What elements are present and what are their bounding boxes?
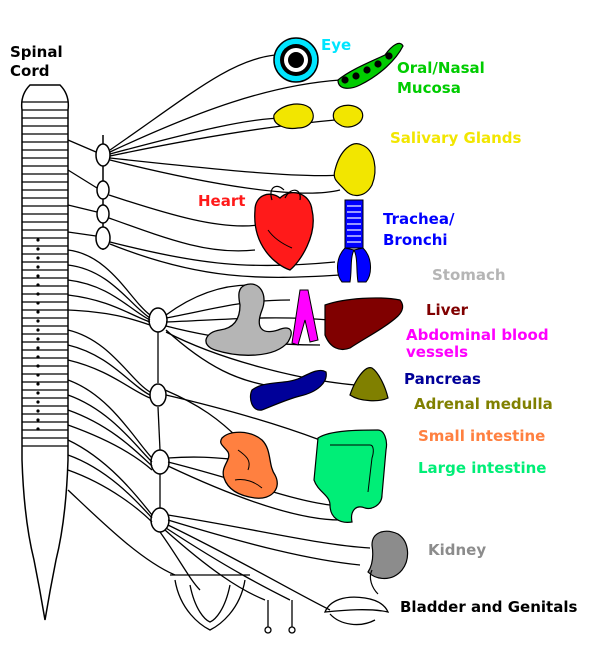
celiac-ganglion: [148, 307, 168, 333]
blood-vessel-icon: [291, 289, 319, 346]
label-liver: Liver: [426, 301, 469, 319]
small-intestine-icon: [220, 431, 278, 499]
eye-icon: [273, 37, 319, 83]
label-oral-nasal-mucosa: Oral/Nasal Mucosa: [397, 59, 485, 97]
label-bladder-genitals: Bladder and Genitals: [400, 598, 578, 616]
label-pancreas: Pancreas: [404, 370, 481, 388]
label-large-intestine: Large intestine: [418, 459, 547, 477]
label-kidney: Kidney: [428, 541, 487, 559]
label-trachea-bronchi: Trachea/ Bronchi: [383, 210, 455, 249]
label-eye: Eye: [321, 36, 352, 54]
liver-icon: [324, 297, 404, 351]
label-stomach: Stomach: [432, 266, 506, 284]
large-intestine-icon: [313, 429, 388, 523]
nerve-fibers: [67, 54, 371, 611]
spinal-cord: [20, 84, 70, 621]
ganglia-chain: [95, 135, 170, 533]
label-salivary-glands: Salivary Glands: [390, 129, 522, 147]
stomach-icon: [205, 283, 292, 356]
label-heart: Heart: [198, 192, 246, 210]
label-spinal-cord: Spinal Cord: [10, 43, 63, 80]
pancreas-icon: [249, 369, 327, 411]
salivary-gland-icon: [273, 103, 376, 196]
kidney-icon: [367, 530, 409, 595]
label-adrenal-medulla: Adrenal medulla: [414, 395, 553, 413]
label-abdominal-blood-vessels: Abdominal blood vessels: [406, 326, 549, 361]
inferior-mesenteric-ganglion: [150, 449, 170, 475]
heart-icon: [254, 185, 314, 271]
genitals-icon: [323, 596, 390, 626]
adrenal-icon: [349, 367, 389, 402]
superior-mesenteric-ganglion: [149, 383, 167, 407]
bladder-icon: [170, 574, 296, 634]
label-small-intestine: Small intestine: [418, 427, 546, 445]
mucosa-icon: [337, 42, 404, 89]
